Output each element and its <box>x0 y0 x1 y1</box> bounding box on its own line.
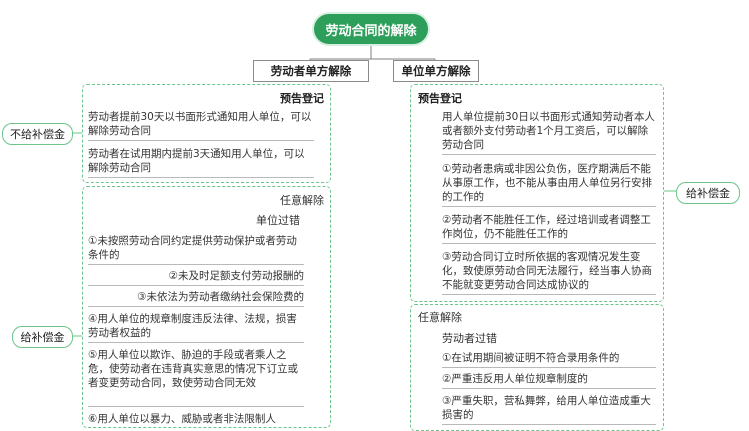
right-notice-group <box>410 84 664 302</box>
left-notice-item-2: 劳动者在试用期内提前3天通知用人单位，可以解除劳动合同 <box>88 147 314 178</box>
left-notice-group <box>82 84 331 183</box>
right-fault-item-1: ①在试用期间被证明不符合录用条件的 <box>442 351 656 368</box>
root-connector <box>309 44 436 60</box>
right-worker-fault-title: 劳动者过错 <box>442 332 497 345</box>
left-notice-side-label: 不给补偿金 <box>2 123 73 145</box>
left-free-title: 任意解除 <box>280 194 324 207</box>
left-employer-fault-title: 单位过错 <box>256 214 300 227</box>
branch-employee-resign: 劳动者单方解除 <box>253 60 369 82</box>
left-fault-item-4: ④用人单位的规章制度违反法律、法规，损害劳动者权益的 <box>88 312 304 343</box>
right-notice-item-1: 用人单位提前30日以书面形式通知劳动者本人或者额外支付劳动者1个月工资后，可以解… <box>442 110 656 155</box>
root-node: 劳动合同的解除 <box>314 14 428 44</box>
left-fault-item-3: ③未依法为劳动者缴纳社会保险费的 <box>88 290 304 307</box>
right-free-title: 任意解除 <box>418 311 462 324</box>
right-notice-item-3: ②劳动者不能胜任工作，经过培训或者调整工作岗位，仍不能胜任工作的 <box>442 213 656 244</box>
left-notice-item-1: 劳动者提前30天以书面形式通知用人单位，可以解除劳动合同 <box>88 110 314 141</box>
right-fault-item-2: ②严重违反用人单位规章制度的 <box>442 372 656 389</box>
left-side-connector <box>71 132 82 337</box>
branch-employer-dismiss: 单位单方解除 <box>393 60 479 82</box>
right-fault-item-3: ③严重失职，营私舞弊，给用人单位造成重大损害的 <box>442 394 656 425</box>
left-fault-item-5: ⑤用人单位以欺诈、胁迫的手段或者乘人之危，使劳动者在违背真实意思的情况下订立或者… <box>88 348 304 407</box>
right-notice-item-4: ③劳动合同订立时所依据的客观情况发生变化，致使原劳动合同无法履行，经当事人协商不… <box>442 250 656 295</box>
right-notice-title: 预告登记 <box>418 92 462 105</box>
left-fault-item-1: ①未按照劳动合同约定提供劳动保护或者劳动条件的 <box>88 234 304 265</box>
left-fault-item-6: ⑥用人单位以暴力、威胁或者非法限制人 <box>88 413 276 425</box>
right-notice-side-label: 给补偿金 <box>676 182 740 204</box>
right-notice-item-2: ①劳动者患病或非因公负伤，医疗期满后不能从事原工作，也不能从事由用人单位另行安排… <box>442 162 656 207</box>
left-fault-item-2: ②未及时足额支付劳动报酬的 <box>88 269 304 286</box>
left-free-side-label: 给补偿金 <box>12 326 73 348</box>
left-notice-title: 预告登记 <box>280 92 324 105</box>
